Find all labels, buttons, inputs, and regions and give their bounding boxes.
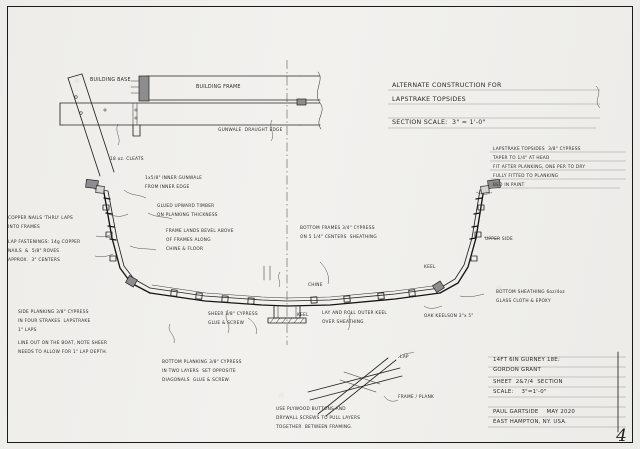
- page-number: 4: [616, 426, 627, 446]
- sheet-border: [7, 6, 633, 443]
